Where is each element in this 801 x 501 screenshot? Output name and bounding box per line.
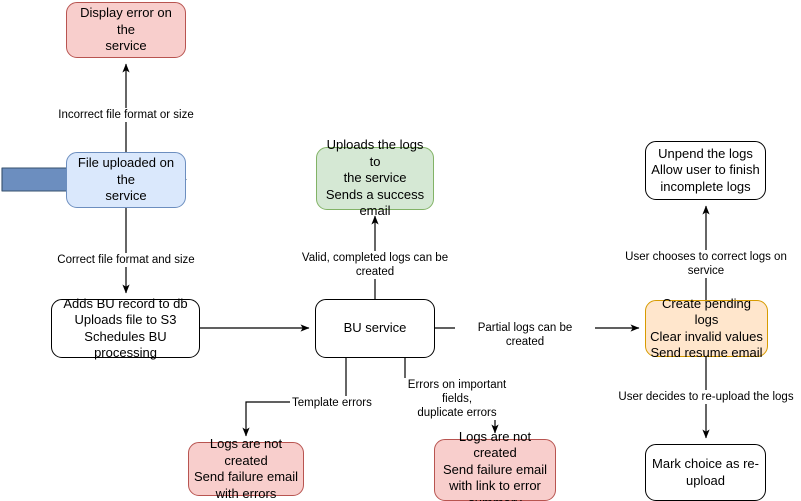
node-label: BU service <box>343 320 407 336</box>
node-field-fail[interactable]: Logs are not created Send failure email … <box>434 429 556 501</box>
node-label: Mark choice as re- upload <box>652 456 759 488</box>
node-label: Create pending logs Clear invalid values… <box>650 295 763 361</box>
node-mark-reupload[interactable]: Mark choice as re- upload <box>645 444 766 501</box>
edge-label-reupload: User decides to re-upload the logs <box>616 390 796 404</box>
node-label: Logs are not created Send failure email … <box>442 428 548 501</box>
edge-label-correct-on-service: User chooses to correct logs on service <box>608 250 801 278</box>
node-uploads-logs[interactable]: Uploads the logs to the service Sends a … <box>316 137 434 218</box>
edge-label-partial-logs: Partial logs can be created <box>455 321 595 349</box>
edge-label-incorrect-format: Incorrect file format or size <box>50 108 202 122</box>
node-adds-bu-record[interactable]: Adds BU record to db Uploads file to S3 … <box>51 296 200 360</box>
node-display-error[interactable]: Display error on the service <box>66 2 186 58</box>
node-label: Display error on the service <box>80 5 172 54</box>
node-label: Adds BU record to db Uploads file to S3 … <box>63 295 188 361</box>
edge-label-valid-logs: Valid, completed logs can be created <box>281 251 469 279</box>
node-label: Logs are not created Send failure email … <box>193 436 299 501</box>
node-label: Unpend the logs Allow user to finish inc… <box>651 145 760 194</box>
edge-label-correct-format: Correct file format and size <box>52 253 200 267</box>
node-create-pending[interactable]: Create pending logs Clear invalid values… <box>645 296 768 360</box>
node-label: File uploaded on the service <box>77 155 175 204</box>
node-file-uploaded[interactable]: File uploaded on the service <box>66 152 186 208</box>
node-label: Uploads the logs to the service Sends a … <box>325 137 425 219</box>
edge-label-template-errors: Template errors <box>290 396 374 410</box>
node-template-fail[interactable]: Logs are not created Send failure email … <box>188 436 304 501</box>
node-bu-service[interactable]: BU service <box>315 299 435 358</box>
node-unpend-logs[interactable]: Unpend the logs Allow user to finish inc… <box>645 141 766 200</box>
edge-label-field-errors: Errors on important fields, duplicate er… <box>390 378 524 420</box>
